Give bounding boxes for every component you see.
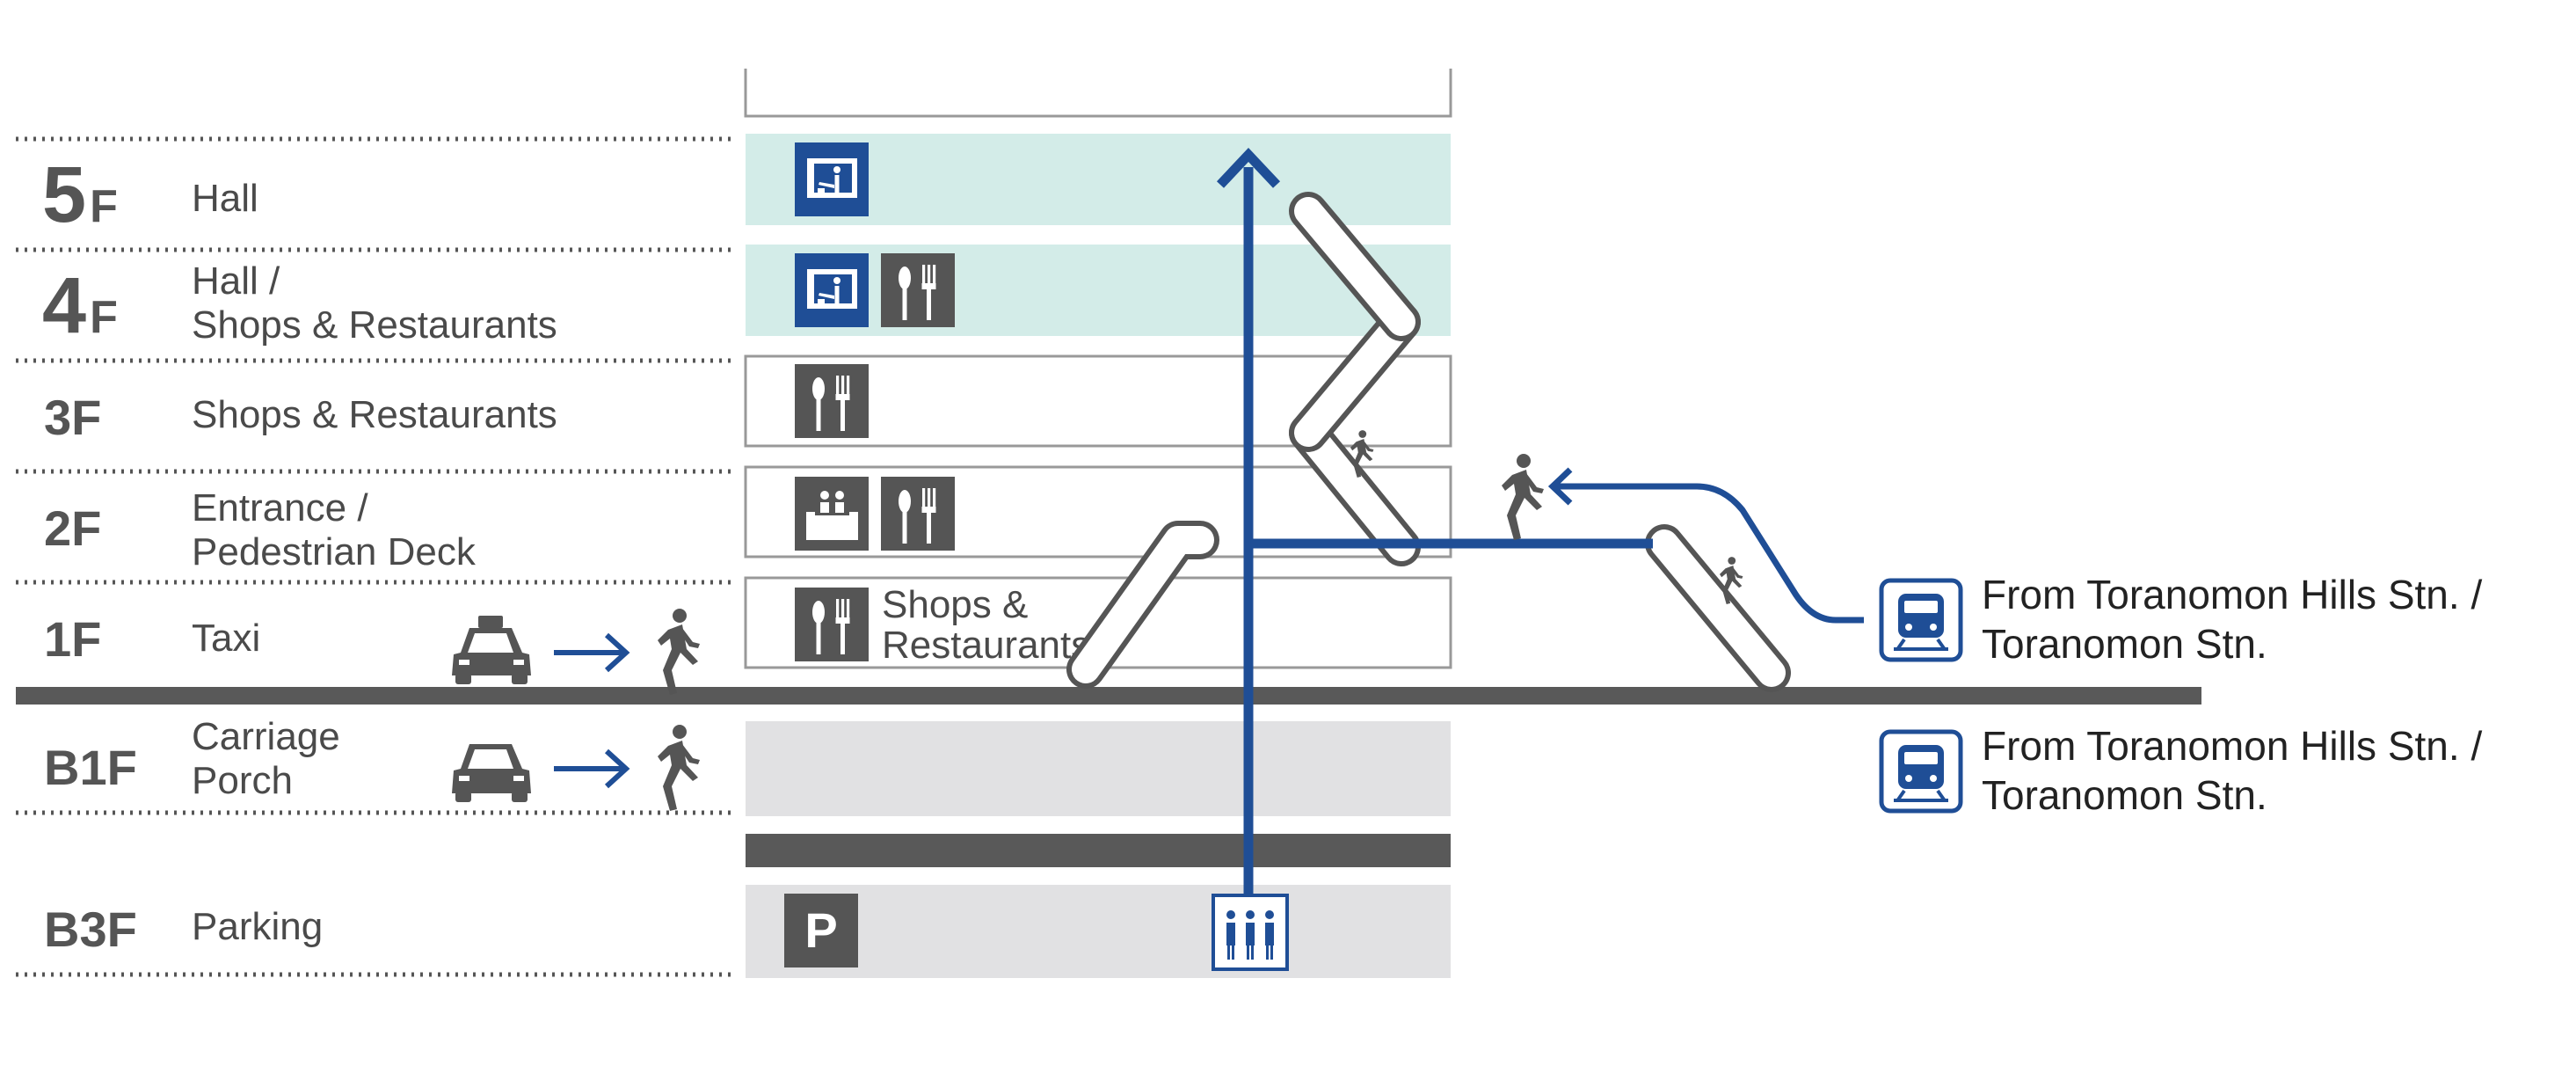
escalator-outside-1f-2f [1645, 524, 1791, 692]
floor-1f-facility-line-1: Shops & [882, 583, 1028, 626]
car-icon [452, 744, 531, 802]
floor-name: Hall [192, 177, 258, 220]
escalator-1f-2f [1066, 521, 1219, 689]
access-note-2f: From Toranomon Hills Stn. / Toranomon St… [1881, 572, 2482, 667]
escalator-2f-3f [1289, 413, 1421, 566]
roof-outline [744, 69, 1452, 118]
floor-number: 4 [42, 262, 86, 350]
floor-number: 1F [44, 611, 101, 667]
floor-label-4f: 4F Hall / Shops & Restaurants [42, 259, 557, 350]
floor-suffix: F [90, 181, 118, 232]
floor-name-line-2: Shops & Restaurants [192, 303, 557, 347]
floor-label-b3f: B3F Parking [44, 902, 323, 957]
floor-label-2f: 2F Entrance / Pedestrian Deck [44, 486, 477, 573]
train-icon [1881, 580, 1961, 660]
arrow-right-icon [554, 635, 626, 670]
parking-icon: P [784, 894, 858, 967]
arrow-up-icon [1216, 147, 1281, 188]
floor-slab-b3f [746, 885, 1451, 978]
restaurant-icon [881, 477, 955, 551]
ground-line [16, 687, 2201, 705]
pedestrian-icon [658, 609, 700, 695]
access-text-line-2: Toranomon Stn. [1982, 621, 2267, 667]
access-text-line-1: From Toranomon Hills Stn. / [1982, 723, 2482, 769]
floor-number: 3F [44, 390, 101, 445]
floor-number: B1F [44, 740, 137, 795]
floor-number: 2F [44, 500, 101, 556]
parking-sign-letter: P [804, 902, 837, 958]
escalator-icon [1066, 192, 1791, 692]
floor-label-5f: 5F Hall [42, 151, 258, 239]
svg-text:4F: 4F [42, 262, 118, 350]
floor-number: B3F [44, 902, 137, 957]
floor-label-1f: 1F Taxi [44, 611, 260, 667]
route-lines [1243, 167, 1864, 895]
floor-name-line-1: Hall / [192, 259, 280, 303]
svg-text:5F: 5F [42, 151, 118, 239]
floor-label-b1f: B1F Carriage Porch [44, 715, 340, 802]
access-note-b1f: From Toranomon Hills Stn. / Toranomon St… [1881, 723, 2482, 818]
floor-name: Parking [192, 905, 323, 948]
floor-name: Taxi [192, 617, 260, 660]
escalator-4f-5f [1289, 192, 1421, 341]
pedestrian-icon [658, 725, 700, 811]
arrow-right-icon [554, 751, 626, 786]
hall-icon [795, 253, 869, 327]
entrance-icon [795, 477, 869, 551]
arrow-left-icon [1547, 467, 1573, 506]
elevator-icon [1212, 894, 1289, 971]
station-route [1556, 483, 1864, 624]
hall-icon [795, 142, 869, 216]
floor-name: Shops & Restaurants [192, 393, 557, 436]
restaurant-icon [881, 253, 955, 327]
pedestrian-icon [1502, 454, 1544, 540]
train-icon [1881, 732, 1961, 811]
floor-slab-b2f [746, 834, 1451, 867]
floor-name-line-1: Carriage [192, 715, 340, 758]
restaurant-icon [795, 364, 869, 438]
escalator-3f-4f [1289, 303, 1421, 452]
taxi-icon [452, 616, 531, 684]
floor-suffix: F [90, 292, 118, 343]
floor-number: 5 [42, 151, 86, 239]
floor-name-line-2: Pedestrian Deck [192, 530, 477, 573]
floor-label-3f: 3F Shops & Restaurants [44, 390, 557, 445]
floor-name-line-1: Entrance / [192, 486, 368, 529]
floor-slab-b1f [746, 721, 1451, 816]
access-text-line-1: From Toranomon Hills Stn. / [1982, 572, 2482, 617]
floor-name-line-2: Porch [192, 759, 293, 802]
restaurant-icon [795, 588, 869, 661]
access-text-line-2: Toranomon Stn. [1982, 772, 2267, 818]
floor-1f-facility-line-2: Restaurants [882, 624, 1090, 667]
